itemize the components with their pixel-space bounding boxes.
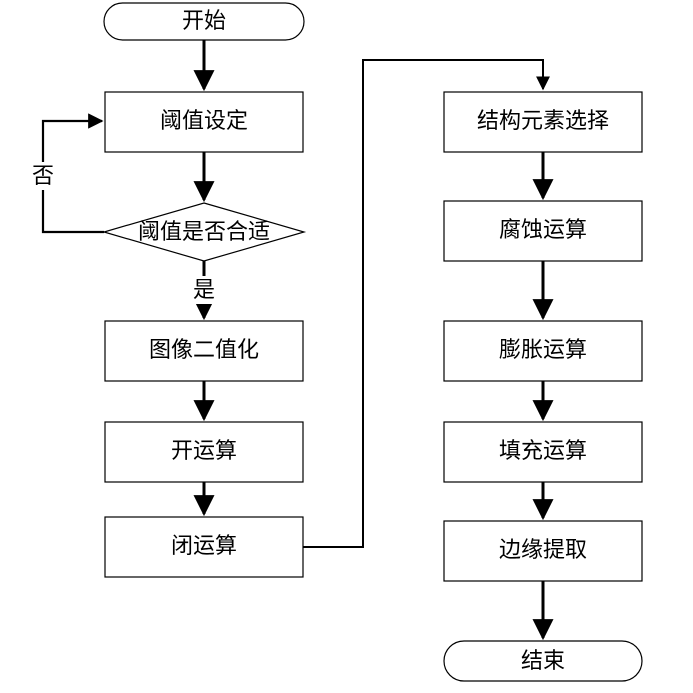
threshold-check-label: 阈值是否合适 — [138, 220, 270, 245]
yes-label-bg — [188, 276, 220, 304]
erosion-node: 腐蚀运算 — [443, 200, 643, 262]
erosion-label: 腐蚀运算 — [499, 218, 587, 243]
dilation-node: 膨胀运算 — [443, 320, 643, 382]
struct-select-label: 结构元素选择 — [477, 109, 609, 134]
fill-label: 填充运算 — [499, 439, 587, 464]
no-label: 否 — [32, 164, 54, 189]
threshold-set-label: 阈值设定 — [160, 109, 248, 134]
close-op-label: 闭运算 — [171, 534, 237, 559]
fill-node: 填充运算 — [443, 421, 643, 483]
end-label: 结束 — [521, 649, 565, 674]
open-op-label: 开运算 — [171, 439, 237, 464]
open-op-node: 开运算 — [104, 421, 304, 483]
end-node: 结束 — [443, 640, 643, 682]
struct-select-node: 结构元素选择 — [443, 91, 643, 153]
binarize-label: 图像二值化 — [149, 338, 259, 363]
dilation-label: 膨胀运算 — [499, 338, 587, 363]
binarize-node: 图像二值化 — [104, 320, 304, 382]
yes-label: 是 — [193, 278, 215, 303]
start-label: 开始 — [182, 9, 226, 34]
edge-extract-label: 边缘提取 — [499, 538, 587, 563]
start-node: 开始 — [103, 2, 305, 41]
edge-close-to-struct-select — [303, 59, 550, 548]
edge-extract-node: 边缘提取 — [443, 520, 643, 582]
close-op-node: 闭运算 — [104, 516, 304, 578]
threshold-set-node: 阈值设定 — [104, 91, 304, 153]
no-label-bg — [26, 162, 60, 190]
threshold-check-decision: 阈值是否合适 — [101, 202, 307, 262]
